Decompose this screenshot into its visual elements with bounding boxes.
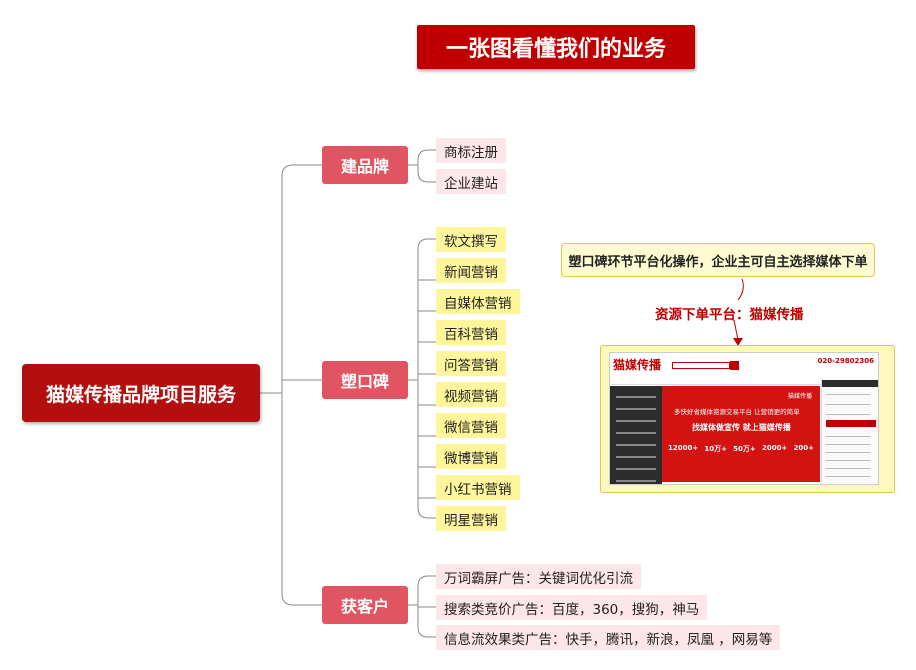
site-search-bar [672, 362, 730, 369]
leaf-search-ads: 搜索类竞价广告：百度，360，搜狗，神马 [436, 595, 708, 620]
branch-reputation: 塑口碑 [322, 361, 408, 399]
leaf-trademark: 商标注册 [436, 138, 506, 163]
site-nav [610, 375, 878, 385]
stat-value: 50万+ [733, 445, 756, 453]
leaf-feed-ads: 信息流效果类广告：快手，腾讯，新浪，凤凰 ，网易等 [436, 625, 781, 650]
site-phone: 020-29802306 [817, 357, 874, 365]
leaf-news: 新闻营销 [436, 258, 506, 283]
login-button [826, 420, 876, 427]
leaf-baike: 百科营销 [436, 320, 506, 345]
leaf-website: 企业建站 [436, 169, 506, 194]
website-screenshot: 猫媒传播 020-29802306 猫媒传播 多快好省媒体资源交易平台 让营销更… [609, 352, 879, 485]
site-logo: 猫媒传播 [613, 358, 662, 372]
leaf-xiaohongshu: 小红书营销 [436, 475, 520, 500]
leaf-qa: 问答营销 [436, 351, 506, 376]
leaf-selfmedia: 自媒体营销 [436, 289, 520, 314]
search-icon [730, 361, 739, 370]
banner-slogan: 找媒体做宣传 就上猫媒传播 [692, 423, 791, 432]
diagram-title: 一张图看懂我们的业务 [417, 25, 695, 69]
stat-value: 10万+ [704, 445, 727, 453]
site-sidebar [610, 386, 662, 484]
leaf-seo-ads: 万词霸屏广告：关键词优化引流 [436, 564, 641, 589]
site-login-panel [821, 380, 878, 484]
root-node: 猫媒传播品牌项目服务 [22, 364, 260, 422]
site-banner: 猫媒传播 多快好省媒体资源交易平台 让营销更的简单 找媒体做宣传 就上猫媒传播 … [662, 386, 820, 482]
banner-brand: 猫媒传播 [787, 393, 812, 400]
banner-headline: 多快好省媒体资源交易平台 让营销更的简单 [674, 408, 800, 416]
platform-callout: 塑口碑环节平台化操作，企业主可自主选择媒体下单 [561, 243, 875, 277]
stat-value: 2000+ [761, 444, 788, 452]
banner-stats: 12000+ 10万+ 50万+ 2000+ 200+ [668, 444, 814, 454]
leaf-video: 视频营销 [436, 382, 506, 407]
leaf-softwriting: 软文撰写 [436, 227, 506, 252]
platform-label: 资源下单平台：猫媒传播 [655, 307, 804, 323]
branch-customers: 获客户 [322, 586, 408, 624]
branch-build-brand: 建品牌 [322, 146, 408, 184]
stat-value: 200+ [793, 444, 814, 452]
leaf-wechat: 微信营销 [436, 413, 506, 438]
leaf-weibo: 微博营销 [436, 444, 506, 469]
leaf-celebrity: 明星营销 [436, 506, 506, 531]
stat-value: 12000+ [668, 444, 699, 452]
